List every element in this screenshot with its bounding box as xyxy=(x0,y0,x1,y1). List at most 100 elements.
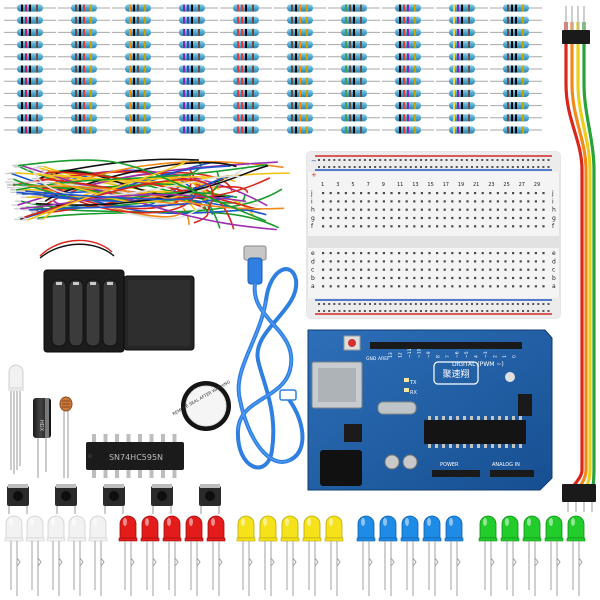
tactile-switches xyxy=(7,484,221,514)
breadboard-row-letter: i xyxy=(552,198,554,205)
resistor xyxy=(382,16,434,24)
resistor xyxy=(4,77,56,85)
resistor xyxy=(4,102,56,110)
resistor xyxy=(274,114,326,122)
resistor xyxy=(112,77,164,85)
resistor xyxy=(58,114,110,122)
breadboard-column-number: 17 xyxy=(443,182,449,188)
aref-label: AREF xyxy=(378,356,390,362)
resistor xyxy=(166,28,218,36)
breadboard-center-channel xyxy=(307,236,560,248)
led xyxy=(378,515,398,596)
power-header xyxy=(432,470,480,477)
resistor xyxy=(490,126,542,134)
resistor xyxy=(436,114,488,122)
led xyxy=(184,515,204,596)
resistor xyxy=(436,41,488,49)
breadboard-column-number: 3 xyxy=(336,182,339,188)
resistor xyxy=(166,114,218,122)
led xyxy=(25,515,45,596)
digital-pin-label: ~5 xyxy=(464,351,470,358)
resistor xyxy=(166,77,218,85)
resistor xyxy=(274,41,326,49)
digital-pin-label: 2 xyxy=(493,355,499,358)
breadboard-column-number: 1 xyxy=(321,182,324,188)
svg-text:−: − xyxy=(311,157,317,165)
led xyxy=(400,515,420,596)
battery-holder xyxy=(39,239,195,353)
chip-marking: SN74HC595N xyxy=(109,453,163,462)
jumper-wire xyxy=(28,185,285,210)
breadboard-row-letter: b xyxy=(552,275,556,282)
crystal xyxy=(377,401,417,415)
resistor xyxy=(58,65,110,73)
breadboard-row-letter: d xyxy=(552,258,556,265)
breadboard-column-number: 25 xyxy=(503,182,509,188)
resistor xyxy=(382,89,434,97)
usb-cable xyxy=(235,245,305,470)
resistor xyxy=(382,126,434,134)
resistor xyxy=(112,41,164,49)
resistor xyxy=(490,41,542,49)
led xyxy=(324,515,344,596)
led xyxy=(566,515,586,596)
resistor xyxy=(436,65,488,73)
led xyxy=(258,515,278,596)
resistor xyxy=(4,65,56,73)
resistor xyxy=(220,28,272,36)
breadboard-row-letter: j xyxy=(551,190,554,197)
breadboard-row-letter: a xyxy=(311,283,315,290)
resistor xyxy=(166,89,218,97)
breadboard-row-letter: d xyxy=(311,258,315,265)
resistor xyxy=(112,65,164,73)
capacitor-2 xyxy=(402,454,418,470)
gnd-label: GND xyxy=(366,356,377,362)
led xyxy=(140,515,160,596)
svg-text:HDX: HDX xyxy=(38,420,44,432)
resistor xyxy=(220,102,272,110)
resistor xyxy=(490,102,542,110)
digital-pin-label: 7 xyxy=(445,355,451,358)
breadboard-column-number: 15 xyxy=(427,182,433,188)
resistor xyxy=(166,102,218,110)
reset-button xyxy=(348,339,356,347)
resistor xyxy=(4,53,56,61)
tactile-switch xyxy=(7,484,29,514)
breadboard-column-number: 29 xyxy=(534,182,540,188)
digital-pin-label: ~6 xyxy=(455,351,461,358)
resistor xyxy=(166,4,218,12)
svg-text:+: + xyxy=(311,171,317,179)
breadboard-row-letter: f xyxy=(311,223,314,230)
resistor xyxy=(328,16,380,24)
resistor xyxy=(58,89,110,97)
breadboard-row-letter: g xyxy=(311,215,315,222)
led xyxy=(4,515,24,596)
resistor xyxy=(220,41,272,49)
analog-header xyxy=(490,470,534,477)
resistor xyxy=(112,16,164,24)
resistor xyxy=(382,41,434,49)
electrolytic-capacitor: HDX xyxy=(33,398,51,478)
tactile-switch xyxy=(55,484,77,514)
resistor xyxy=(220,114,272,122)
breadboard-row-letter: b xyxy=(311,275,315,282)
resistor xyxy=(274,53,326,61)
tx-label: TX xyxy=(409,380,417,386)
resistor xyxy=(490,89,542,97)
resistor xyxy=(58,16,110,24)
breadboard-column-number: 27 xyxy=(519,182,525,188)
resistor xyxy=(490,28,542,36)
breadboard-row-letter: j xyxy=(310,190,313,197)
resistor xyxy=(436,28,488,36)
breadboard-row-letter: e xyxy=(552,250,556,257)
digital-pin-label: 13 xyxy=(388,352,394,358)
resistor xyxy=(220,4,272,12)
led xyxy=(206,515,226,596)
breadboard-column-number: 9 xyxy=(382,182,385,188)
resistor xyxy=(436,4,488,12)
resistor xyxy=(382,102,434,110)
led xyxy=(236,515,256,596)
resistor xyxy=(58,53,110,61)
